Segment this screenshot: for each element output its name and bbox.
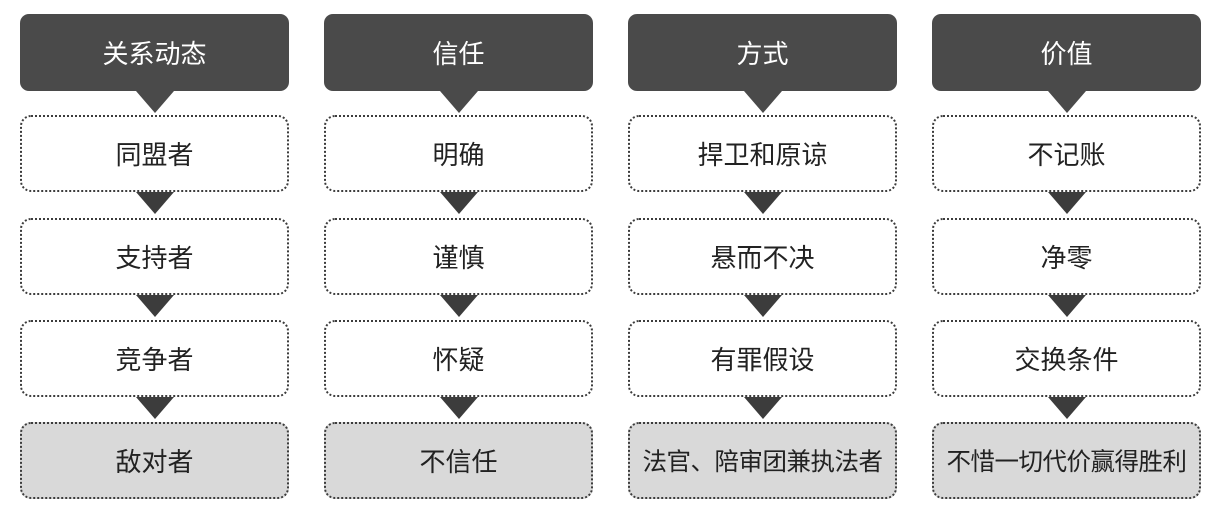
stage-box: 竞争者 <box>20 320 289 397</box>
down-arrow-icon <box>744 397 782 419</box>
down-arrow-icon <box>744 91 782 113</box>
final-stage-box: 不信任 <box>324 422 593 499</box>
stage-box: 净零 <box>932 218 1201 295</box>
stage-box: 有罪假设 <box>628 320 897 397</box>
stage-box: 明确 <box>324 115 593 192</box>
down-arrow-icon <box>744 295 782 317</box>
column-header: 方式 <box>628 14 897 91</box>
down-arrow-icon <box>136 192 174 214</box>
down-arrow-icon <box>136 91 174 113</box>
down-arrow-icon <box>136 295 174 317</box>
stage-box: 捍卫和原谅 <box>628 115 897 192</box>
stage-box: 交换条件 <box>932 320 1201 397</box>
final-stage-box: 法官、陪审团兼执法者 <box>628 422 897 499</box>
stage-box: 同盟者 <box>20 115 289 192</box>
down-arrow-icon <box>1048 192 1086 214</box>
stage-box: 支持者 <box>20 218 289 295</box>
down-arrow-icon <box>136 397 174 419</box>
down-arrow-icon <box>1048 91 1086 113</box>
down-arrow-icon <box>744 192 782 214</box>
down-arrow-icon <box>440 397 478 419</box>
column-header: 关系动态 <box>20 14 289 91</box>
stage-box: 不记账 <box>932 115 1201 192</box>
column-header: 价值 <box>932 14 1201 91</box>
final-stage-box: 敌对者 <box>20 422 289 499</box>
stage-box: 谨慎 <box>324 218 593 295</box>
stage-box: 怀疑 <box>324 320 593 397</box>
column-header: 信任 <box>324 14 593 91</box>
down-arrow-icon <box>440 91 478 113</box>
down-arrow-icon <box>440 192 478 214</box>
down-arrow-icon <box>1048 295 1086 317</box>
final-stage-box: 不惜一切代价赢得胜利 <box>932 422 1201 499</box>
stage-box: 悬而不决 <box>628 218 897 295</box>
down-arrow-icon <box>440 295 478 317</box>
down-arrow-icon <box>1048 397 1086 419</box>
